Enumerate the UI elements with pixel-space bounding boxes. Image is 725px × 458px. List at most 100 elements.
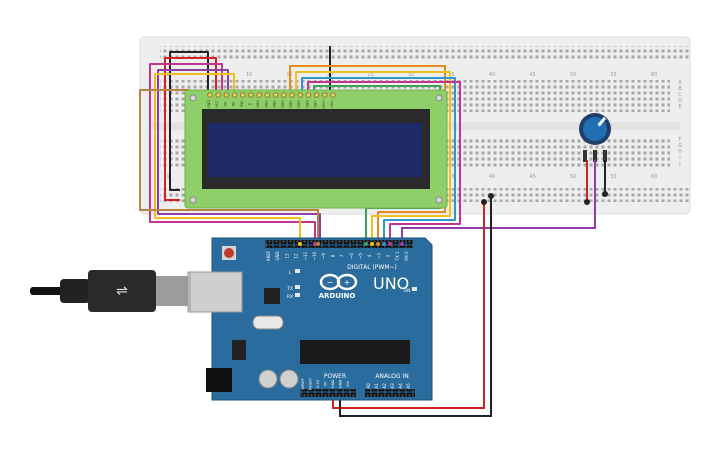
digital-pin-label: 13: [284, 253, 289, 259]
wire-purple-pot-wiper: [401, 160, 596, 244]
wire-red-5v: [332, 202, 485, 409]
lcd-pin-label: VCC: [215, 100, 219, 108]
svg-text:+: +: [344, 278, 351, 287]
lcd-pin-label: DB7: [314, 100, 318, 107]
wire-yellow: [154, 73, 301, 244]
power-pin-label: GND: [330, 380, 335, 389]
reset-button[interactable]: [224, 248, 234, 258]
digital-pin-label: ~10: [312, 251, 317, 260]
brand-label: ARDUINO: [319, 292, 356, 300]
wire-magenta-db4: [307, 81, 461, 244]
lcd-pin-label: DB5: [297, 100, 301, 107]
lcd-pin[interactable]: [215, 92, 221, 98]
usb-strain-relief: [60, 279, 90, 303]
lcd-pin[interactable]: [305, 92, 312, 98]
digital-pin-label: ~9: [321, 253, 326, 259]
digital-pin-label: 8: [330, 254, 335, 257]
lcd-pin[interactable]: [223, 92, 230, 98]
lcd-pin[interactable]: [207, 92, 213, 98]
digital-pin-label: 7: [340, 254, 345, 257]
capacitor: [258, 369, 278, 389]
wire-red-vcc-lcd: [164, 57, 217, 201]
analog-pin-label: A3: [390, 383, 395, 389]
lcd-pin-label: GND: [207, 100, 211, 108]
board-led: [295, 293, 300, 297]
column-label: 55: [610, 72, 616, 78]
analog-pin-label: A1: [374, 383, 379, 389]
atmega-chip: [300, 340, 410, 364]
power-wires: [332, 196, 492, 417]
wire-black-gnd: [339, 196, 492, 417]
column-label: 60: [651, 174, 657, 180]
row-label: F: [679, 137, 682, 143]
lcd-pin[interactable]: [231, 92, 238, 98]
lcd-pin-label: DB3: [281, 100, 285, 107]
wire-blue-db5: [301, 77, 456, 244]
digital-pin-label: TX 1: [395, 251, 400, 261]
lcd-pin-label: LED+: [322, 99, 326, 109]
row-label: E: [678, 104, 681, 110]
board-led: [412, 287, 417, 291]
column-label: 30: [408, 72, 414, 78]
digital-pin-label: ~6: [349, 253, 354, 259]
led-label: ON: [404, 288, 411, 294]
lcd-pin[interactable]: [297, 92, 304, 98]
lcd-pin[interactable]: [330, 92, 336, 98]
model-label: UNO: [373, 274, 409, 293]
lcd-pin-label: DB2: [273, 100, 277, 107]
row-label: C: [678, 92, 682, 98]
digital-header-strip: [265, 240, 413, 248]
row-label: J: [678, 161, 680, 167]
power-pin-label: Vin: [345, 380, 350, 387]
lcd-pin[interactable]: [248, 92, 254, 98]
column-label: 10: [246, 72, 252, 78]
wire-end: [481, 199, 487, 205]
lcd-pin[interactable]: [272, 92, 279, 98]
lcd-pin[interactable]: [313, 92, 320, 98]
lcd-pin-label: RW: [240, 101, 244, 107]
analog-header-strip: [365, 389, 415, 397]
power-pin-label: 5V: [323, 381, 328, 386]
power-header-strip: [300, 389, 356, 397]
lcd-screen: [208, 123, 422, 177]
digital-header-label: DIGITAL (PWM~): [347, 264, 397, 271]
lcd-pin[interactable]: [281, 92, 287, 98]
power-pin-label: RESET: [308, 377, 313, 390]
board-led: [295, 269, 300, 273]
column-label: 60: [651, 72, 657, 78]
digital-pin-label: ~5: [358, 253, 363, 259]
lcd-pin[interactable]: [322, 92, 328, 98]
lcd-pin[interactable]: [289, 92, 295, 98]
pot-leg: [603, 150, 607, 162]
board-led: [295, 285, 300, 289]
digital-pin-label: 2: [386, 254, 391, 257]
pot-leg: [583, 150, 587, 162]
usb-connector: [156, 276, 188, 306]
analog-pin-label: A5: [406, 383, 411, 389]
row-label: A: [678, 80, 682, 86]
potentiometer[interactable]: [579, 113, 611, 162]
row-label: I: [679, 155, 680, 161]
lcd-pin[interactable]: [240, 92, 246, 98]
power-pin-label: 3.3V: [315, 379, 320, 388]
lcd-mount-hole: [435, 196, 443, 204]
lcd-mount-hole: [189, 196, 197, 204]
row-label: B: [678, 86, 682, 92]
column-label: 50: [570, 174, 576, 180]
lcd-mount-hole: [189, 94, 197, 102]
analog-pin-label: A2: [382, 383, 387, 389]
column-label: 25: [367, 72, 373, 78]
digital-pin-label: GND: [275, 251, 280, 260]
lcd-pin[interactable]: [264, 92, 271, 98]
column-label: 35: [448, 174, 454, 180]
lcd-pin-label: DB6: [305, 100, 309, 107]
lcd-pin[interactable]: [256, 92, 263, 98]
column-label: 1: [166, 174, 169, 180]
